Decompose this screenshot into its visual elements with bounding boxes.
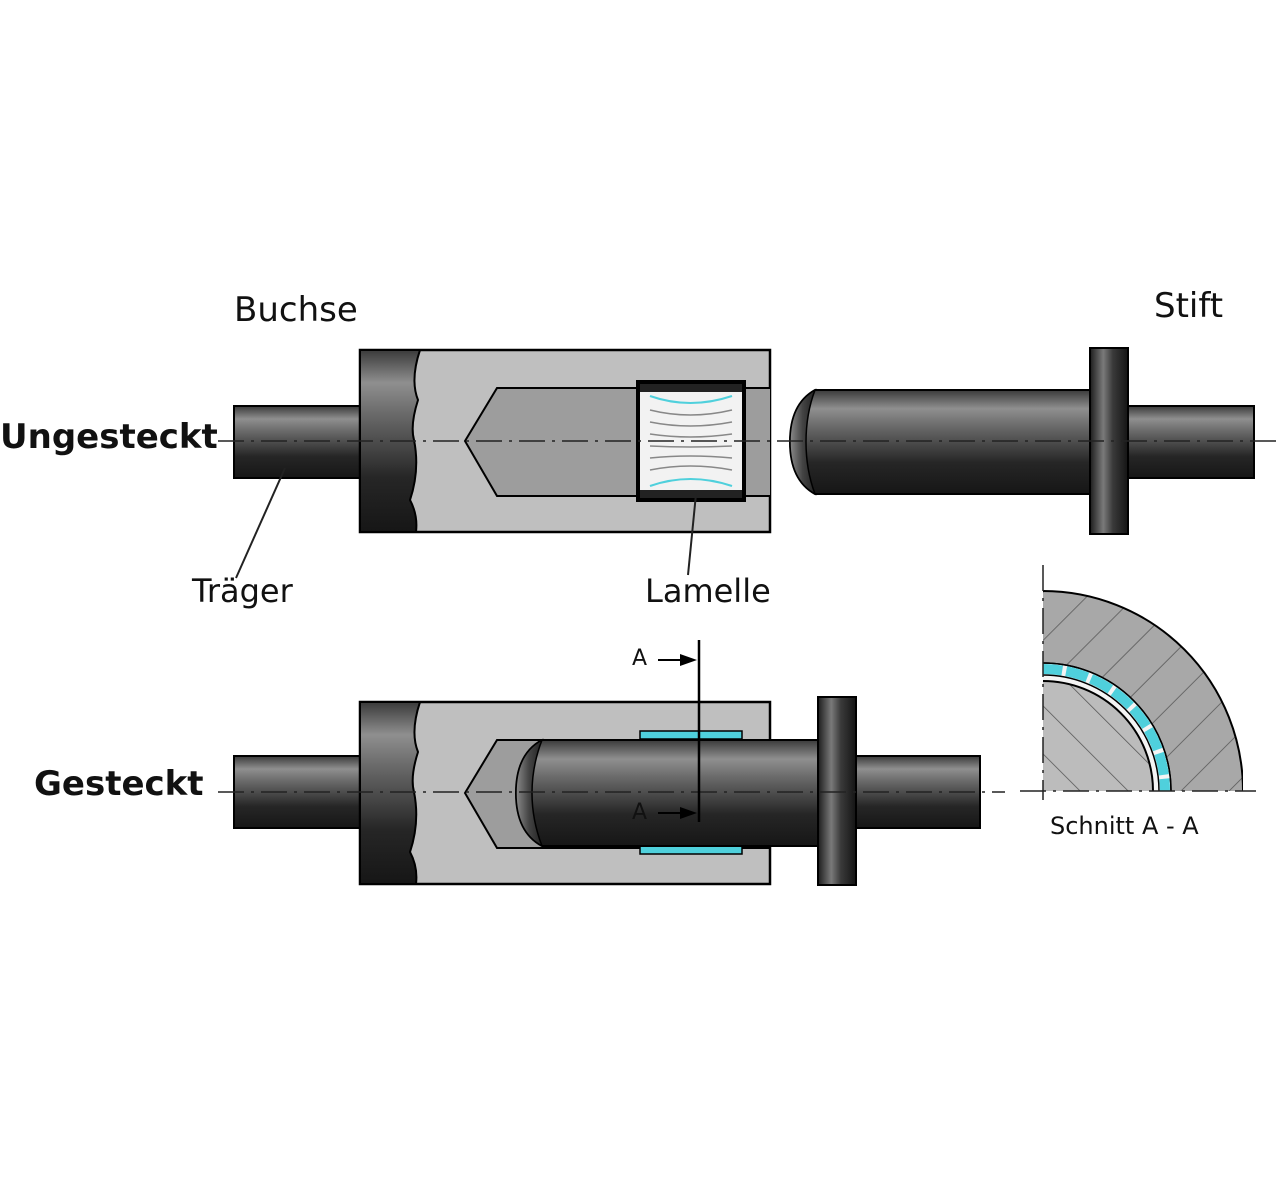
- label-ungesteckt: Ungesteckt: [0, 417, 218, 457]
- unplugged-assembly: [218, 347, 1280, 579]
- leader-lamelle: [687, 493, 697, 576]
- label-section-a-top: A: [632, 646, 648, 671]
- label-traeger: Träger: [192, 572, 293, 610]
- pin-flange-bottom: [817, 696, 857, 886]
- lamella-bottom-lower: [639, 845, 743, 855]
- label-lamelle: Lamelle: [645, 572, 771, 610]
- label-section-a-bottom: A: [632, 800, 648, 825]
- carrier-pin-top: [233, 405, 365, 479]
- plugged-assembly: [218, 640, 1005, 886]
- label-buchse: Buchse: [234, 290, 358, 330]
- pin-top: [788, 347, 1255, 535]
- label-gesteckt: Gesteckt: [34, 764, 204, 804]
- label-schnitt: Schnitt A - A: [1050, 812, 1199, 840]
- label-stift: Stift: [1154, 286, 1224, 326]
- section-view: [1043, 590, 1243, 791]
- leader-traeger: [235, 467, 286, 579]
- socket-housing-top: [358, 348, 772, 534]
- lamella-bottom-upper: [639, 730, 743, 740]
